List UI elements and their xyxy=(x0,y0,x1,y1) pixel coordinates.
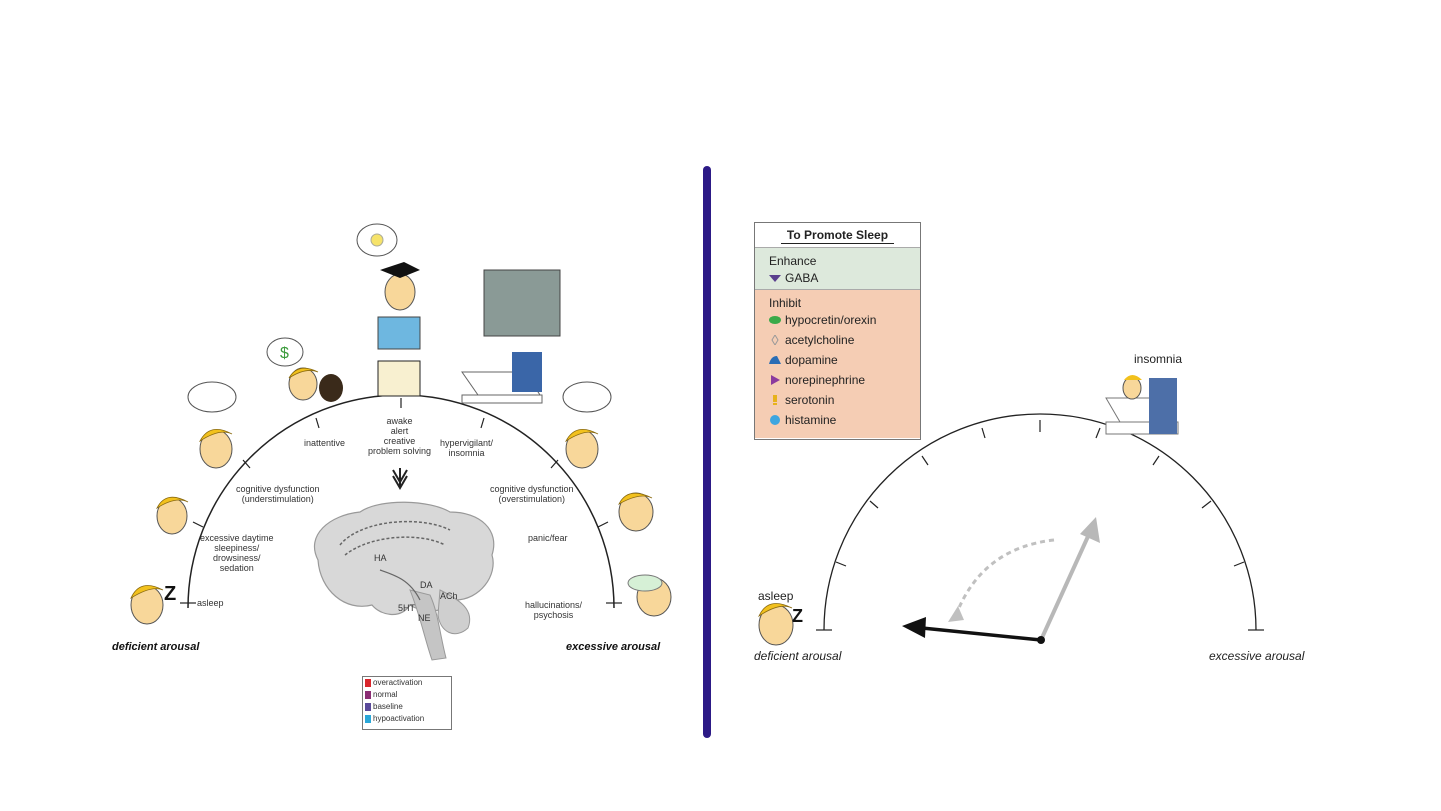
svg-text:Z: Z xyxy=(792,606,803,626)
brain-label-da: DA xyxy=(420,580,433,590)
current-needle xyxy=(921,626,1042,642)
dopamine-shape-icon xyxy=(769,356,781,364)
dark-face-icon xyxy=(319,374,343,402)
label-cognitive-overstimulation: cognitive dysfunction (overstimulation) xyxy=(490,484,574,504)
left-arc-diagram: $ Z xyxy=(130,223,672,661)
dollar-icon: $ xyxy=(280,345,289,362)
gaba-triangle-icon xyxy=(769,275,781,282)
down-arrow-icon xyxy=(392,468,408,490)
inhibit-section: Inhibit hypocretin/orexin acetylcholine … xyxy=(755,289,920,438)
green-hair-icon xyxy=(627,574,663,592)
brain-label-ne: NE xyxy=(418,613,431,623)
face-icons xyxy=(130,273,672,625)
hair-icons xyxy=(130,367,653,600)
inhibit-label: Inhibit xyxy=(769,296,802,310)
inhibit-item-acetylcholine: acetylcholine xyxy=(769,330,920,350)
graduation-cap-icon xyxy=(380,262,420,278)
label-awake-alert: awake alert creative problem solving xyxy=(368,416,432,456)
serotonin-exclaim-icon xyxy=(773,395,777,405)
panel-divider xyxy=(703,166,711,738)
nightmare-image-icon xyxy=(483,269,561,337)
label-asleep: asleep xyxy=(197,598,224,608)
swatch-baseline xyxy=(365,703,371,711)
asleep-face-icon: Z xyxy=(758,603,803,646)
label-insomnia: insomnia xyxy=(1134,352,1183,366)
norepinephrine-triangle-icon xyxy=(771,375,780,385)
enhance-section: Enhance GABA xyxy=(755,247,920,289)
right-axis-excessive-arousal: excessive arousal xyxy=(1209,649,1305,663)
swatch-normal xyxy=(365,691,371,699)
enhance-label: Enhance xyxy=(769,254,817,268)
swatch-hypoactivation xyxy=(365,715,371,723)
gauge-ticks xyxy=(816,420,1264,631)
legend-row-overactivation: overactivation xyxy=(363,677,451,689)
rotation-dotted-arrow xyxy=(954,538,1055,616)
legend-row-hypoactivation: hypoactivation xyxy=(363,713,451,725)
label-hallucinations-psychosis: hallucinations/ psychosis xyxy=(525,600,583,620)
lightbulb-icon xyxy=(370,233,384,247)
label-cognitive-understimulation: cognitive dysfunction (understimulation) xyxy=(236,484,320,504)
arc-ticks xyxy=(180,398,622,604)
legend-row-normal: normal xyxy=(363,689,451,701)
needle-pivot xyxy=(1037,636,1045,644)
arousal-spectrum-panel: $ Z asleep excessive daytime sleepiness/… xyxy=(0,0,705,811)
label-inattentive: inattentive xyxy=(304,438,346,448)
left-axis-excessive-arousal: excessive arousal xyxy=(566,641,661,653)
brain-label-ach: ACh xyxy=(440,591,458,601)
activation-legend: overactivation normal baseline hypoactiv… xyxy=(362,676,452,730)
arousal-gauge-arc xyxy=(823,413,1257,631)
label-excessive-daytime-sleepiness: excessive daytime sleepiness/ drowsiness… xyxy=(200,533,274,573)
label-asleep-right: asleep xyxy=(758,589,794,603)
right-gauge-diagram: Z xyxy=(758,375,1264,646)
inhibit-item-dopamine: dopamine xyxy=(769,350,920,370)
legend-title: To Promote Sleep xyxy=(755,223,920,247)
promote-sleep-legend: To Promote Sleep Enhance GABA Inhibit hy… xyxy=(754,222,921,440)
bed-icon xyxy=(461,352,543,404)
swatch-overactivation xyxy=(365,679,371,687)
thinker-image-icon xyxy=(377,360,421,397)
right-axis-deficient-arousal: deficient arousal xyxy=(754,649,842,663)
sleep-z-icon: Z xyxy=(164,583,176,605)
label-panic-fear: panic/fear xyxy=(528,533,568,543)
insomnia-bed-icon xyxy=(1105,375,1179,435)
thought-cloud-icons xyxy=(187,223,612,413)
inhibit-item-orexin: hypocretin/orexin xyxy=(769,310,920,330)
previous-needle-head xyxy=(1080,517,1100,543)
previous-needle xyxy=(1039,531,1092,641)
legend-row-baseline: baseline xyxy=(363,701,451,713)
enhance-item-gaba: GABA xyxy=(769,268,920,288)
brain-illustration xyxy=(313,501,495,661)
inhibit-item-histamine: histamine xyxy=(769,410,920,430)
sleep-promotion-panel: Z To Promote Sleep Enhance GABA Inhibit … xyxy=(712,0,1441,811)
orexin-oval-icon xyxy=(769,316,781,324)
rotation-dotted-arrow-head xyxy=(948,606,964,622)
reading-image-icon xyxy=(377,316,421,350)
current-needle-head xyxy=(902,617,926,638)
acetylcholine-diamond-icon xyxy=(771,335,779,345)
histamine-circle-icon xyxy=(770,415,780,425)
brain-label-ha: HA xyxy=(374,553,387,563)
inhibit-item-norepinephrine: norepinephrine xyxy=(769,370,920,390)
left-axis-deficient-arousal: deficient arousal xyxy=(112,641,200,653)
brain-label-5ht: 5HT xyxy=(398,603,416,613)
inhibit-item-serotonin: serotonin xyxy=(769,390,920,410)
label-hypervigilant-insomnia: hypervigilant/ insomnia xyxy=(440,438,494,458)
